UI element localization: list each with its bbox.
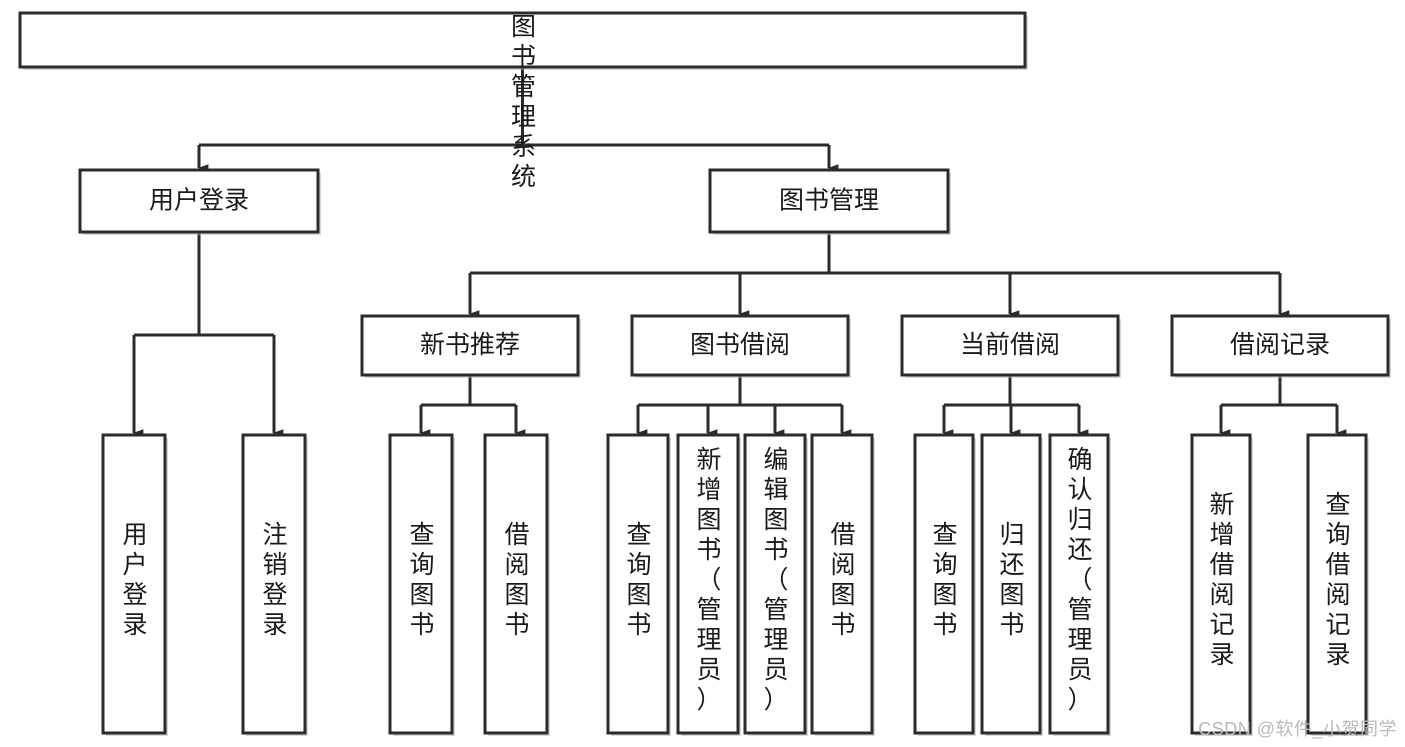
node-label: 确认归还（管理员）	[1067, 446, 1092, 714]
node-label: 图书管理	[779, 187, 879, 215]
node-label: 查询借阅记录	[1325, 491, 1350, 669]
node-current-borrow[interactable]: 当前借阅	[900, 314, 1121, 378]
node-label: 查询图书	[409, 521, 434, 639]
node-leaf-add-record[interactable]: 新增借阅记录	[1190, 433, 1253, 736]
node-box[interactable]	[630, 314, 850, 377]
node-leaf-query-book-2[interactable]: 查询图书	[606, 433, 671, 736]
connector-layer	[132, 67, 1347, 437]
node-box[interactable]	[1306, 433, 1368, 735]
csdn-watermark: CSDN @软件_小贺同学	[1198, 719, 1397, 739]
node-new-book-recommend[interactable]: 新书推荐	[360, 314, 581, 378]
node-label: 图书管理系统	[511, 13, 536, 191]
node-book-manage[interactable]: 图书管理	[708, 168, 951, 235]
node-label: 借阅图书	[830, 521, 855, 639]
node-label: 新书推荐	[420, 331, 520, 359]
node-label: 查询图书	[626, 521, 651, 639]
node-leaf-user-login[interactable]: 用户登录	[101, 433, 168, 736]
node-box[interactable]	[241, 433, 307, 735]
node-leaf-borrow-book-2[interactable]: 借阅图书	[810, 433, 875, 736]
node-label: 用户登录	[122, 521, 147, 639]
node-leaf-user-logout[interactable]: 注销登录	[241, 433, 308, 736]
node-leaf-query-book-1[interactable]: 查询图书	[388, 433, 455, 736]
node-leaf-query-record[interactable]: 查询借阅记录	[1306, 433, 1369, 736]
node-leaf-borrow-book-1[interactable]: 借阅图书	[483, 433, 550, 736]
node-box[interactable]	[388, 433, 454, 735]
node-box[interactable]	[810, 433, 874, 735]
node-box[interactable]	[78, 168, 320, 234]
node-box[interactable]	[1170, 314, 1390, 377]
node-box[interactable]	[1190, 433, 1252, 735]
node-borrow-record[interactable]: 借阅记录	[1170, 314, 1391, 378]
node-box[interactable]	[360, 314, 580, 377]
node-book-borrow[interactable]: 图书借阅	[630, 314, 851, 378]
node-box[interactable]	[18, 11, 1027, 69]
node-leaf-query-book-3[interactable]: 查询图书	[913, 433, 976, 736]
node-leaf-confirm-return[interactable]: 确认归还（管理员）	[1048, 433, 1111, 736]
node-label: 编辑图书（管理员）	[763, 446, 788, 714]
node-box[interactable]	[1048, 433, 1110, 735]
node-leaf-return-book[interactable]: 归还图书	[980, 433, 1043, 736]
node-label: 注销登录	[262, 521, 287, 639]
node-box[interactable]	[101, 433, 167, 735]
node-label: 归还图书	[999, 521, 1024, 639]
node-label: 借阅记录	[1230, 331, 1330, 359]
node-box[interactable]	[708, 168, 950, 234]
node-label: 图书借阅	[690, 331, 790, 359]
node-layer: 图书管理系统用户登录图书管理新书推荐图书借阅当前借阅借阅记录用户登录注销登录查询…	[18, 11, 1391, 736]
node-leaf-edit-book[interactable]: 编辑图书（管理员）	[743, 433, 808, 736]
node-box[interactable]	[483, 433, 549, 735]
node-leaf-add-book[interactable]: 新增图书（管理员）	[676, 433, 741, 736]
node-box[interactable]	[606, 433, 670, 735]
node-box[interactable]	[676, 433, 740, 735]
node-user-login[interactable]: 用户登录	[78, 168, 321, 235]
node-root-book-management-system[interactable]: 图书管理系统	[18, 11, 1028, 191]
node-label: 当前借阅	[960, 331, 1060, 359]
node-label: 新增借阅记录	[1209, 491, 1234, 669]
node-label: 查询图书	[932, 521, 957, 639]
node-label: 新增图书（管理员）	[696, 446, 721, 714]
node-box[interactable]	[900, 314, 1120, 377]
node-box[interactable]	[980, 433, 1042, 735]
node-box[interactable]	[913, 433, 975, 735]
node-box[interactable]	[743, 433, 807, 735]
node-label: 借阅图书	[504, 521, 529, 639]
node-label: 用户登录	[149, 187, 249, 215]
